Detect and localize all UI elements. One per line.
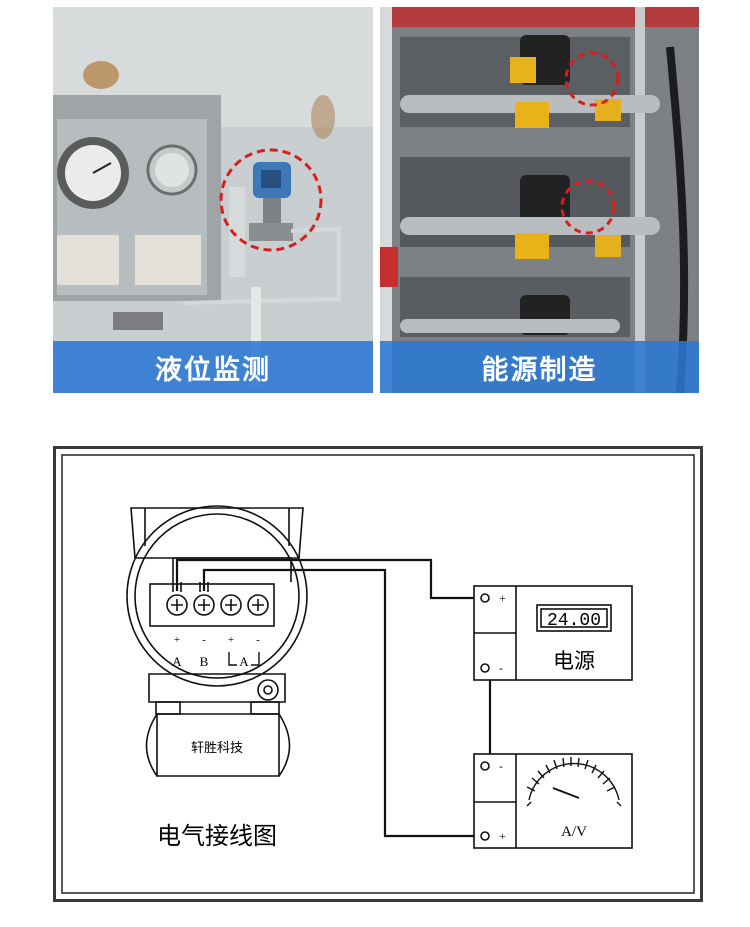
terminal-screws — [166, 582, 269, 616]
terminal-label-b: B — [200, 654, 209, 669]
diagram-title: 电气接线图 — [157, 822, 277, 850]
meter — [473, 753, 633, 849]
brand-label: 轩胜科技 — [191, 741, 243, 756]
power-display: 24.00 — [547, 611, 601, 631]
terminal-sign-2: - — [202, 634, 206, 646]
meter-plus: + — [499, 829, 506, 843]
meter-minus: - — [499, 759, 503, 773]
power-plus: + — [499, 591, 506, 605]
terminal-label-loop: A — [239, 654, 249, 669]
wires — [175, 558, 492, 838]
power-supply — [473, 585, 633, 681]
power-minus: - — [499, 661, 503, 675]
terminal-sign-1: + — [174, 634, 180, 646]
photo-energy-manufacturing: 能源制造 — [380, 7, 699, 393]
photo-level-monitoring: 液位监测 — [53, 7, 373, 393]
terminal-label-a: A — [172, 654, 182, 669]
power-label: 电源 — [553, 649, 595, 673]
photo-caption: 能源制造 — [380, 341, 699, 393]
terminal-sign-3: + — [228, 634, 234, 646]
meter-label: A/V — [561, 824, 587, 840]
wiring-diagram: + - + - A B A 轩胜科技 + - 24.00 电源 — [53, 446, 703, 902]
meter-scale-icon — [526, 757, 622, 807]
terminal-sign-4: - — [256, 634, 260, 646]
photo-caption: 液位监测 — [53, 341, 373, 393]
